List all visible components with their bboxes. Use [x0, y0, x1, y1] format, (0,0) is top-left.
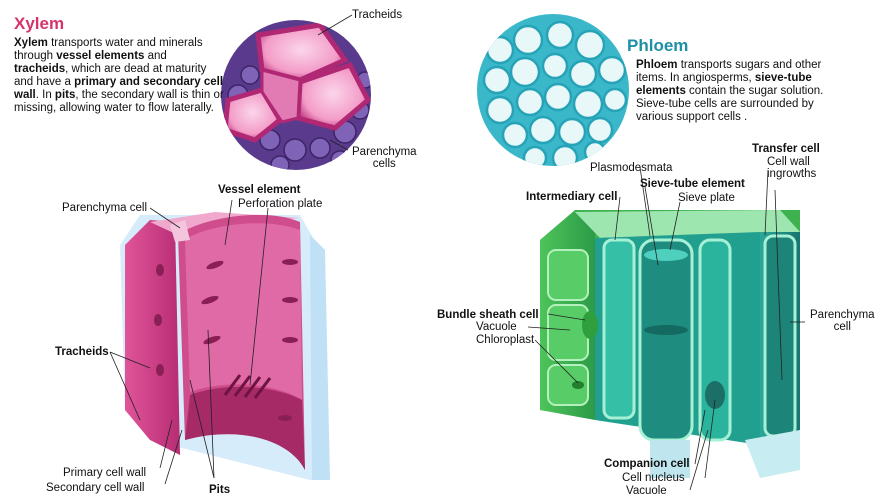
label-cell-wall-ingrowths: Cell wall ingrowths [767, 156, 816, 180]
phloem-block [540, 210, 800, 478]
desc-run: and [144, 50, 166, 62]
label-vacuole: Vacuole [476, 321, 517, 333]
label-intermediary-cell: Intermediary cell [526, 191, 617, 203]
label-cell-nucleus: Cell nucleus [622, 472, 685, 484]
label-parenchyma-cell: Parenchyma cell [62, 202, 147, 214]
phloem-title: Phloem [627, 36, 688, 56]
xylem-description: Xylem transports water and minerals thro… [14, 37, 224, 115]
label-vacuole-bottom: Vacuole [626, 485, 667, 497]
label-chloroplast: Chloroplast [476, 334, 534, 346]
phloem-micrograph [470, 10, 640, 180]
xylem-block [120, 212, 330, 480]
label-perforation-plate: Perforation plate [238, 198, 322, 210]
label-bundle-sheath-cell: Bundle sheath cell [437, 309, 539, 321]
desc-run: Xylem [14, 37, 48, 49]
label-pits: Pits [209, 484, 230, 496]
desc-run: Phloem [636, 59, 678, 71]
label-transfer-cell: Transfer cell [752, 143, 820, 155]
label-tracheids: Tracheids [55, 346, 109, 358]
label-plasmodesmata: Plasmodesmata [590, 162, 672, 174]
label-vessel-element: Vessel element [218, 184, 300, 196]
desc-run: . In [36, 89, 55, 101]
label-secondary-cell-wall: Secondary cell wall [46, 482, 144, 494]
phloem-description: Phloem transports sugars and other items… [636, 59, 851, 124]
desc-run: vessel elements [56, 50, 144, 62]
label-parenchyma-cell-phloem: Parenchyma cell [810, 309, 875, 333]
label-tracheids-micrograph: Tracheids [352, 9, 402, 21]
xylem-title: Xylem [14, 14, 64, 34]
label-parenchyma-cells: Parenchyma cells [352, 146, 417, 170]
desc-run: tracheids [14, 63, 65, 75]
label-companion-cell: Companion cell [604, 458, 690, 470]
label-primary-cell-wall: Primary cell wall [63, 467, 146, 479]
desc-run: pits [55, 89, 75, 101]
label-sieve-tube-element: Sieve-tube element [640, 178, 745, 190]
label-sieve-plate: Sieve plate [678, 192, 735, 204]
